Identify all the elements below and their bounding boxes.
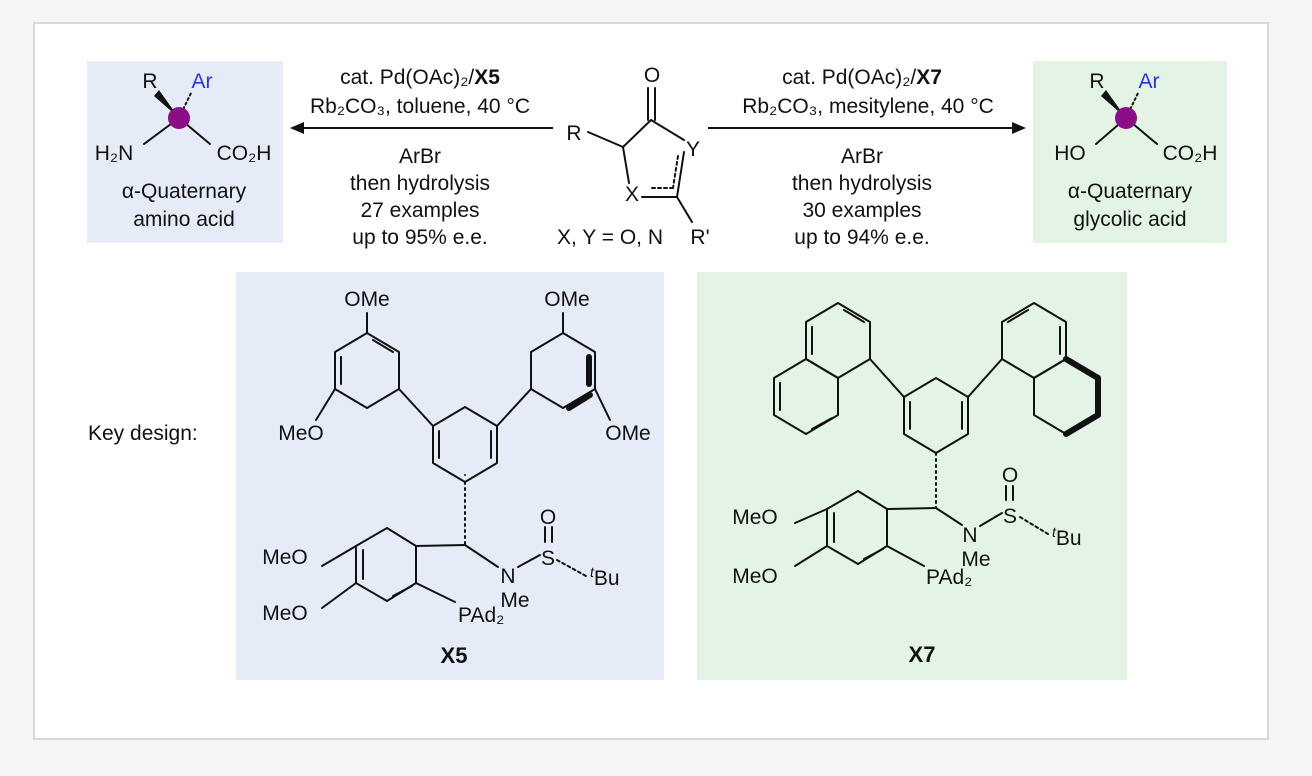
carboxylic-acid-label: CO₂H — [1163, 142, 1218, 165]
aryl-group-label: Ar — [1139, 70, 1160, 93]
ligand-x7-structure: MeO MeO N Me S O tBu PAd₂ X7 — [732, 302, 1101, 667]
glycolic-acid-name-line1: α-Quaternary — [1068, 180, 1193, 203]
heteroatom-x-label: X — [625, 183, 639, 206]
stereocenter-dot — [168, 107, 190, 129]
left-conditions: cat. Pd(OAc)₂/X5 Rb₂CO₃, toluene, 40 °C … — [310, 66, 530, 249]
meo-label: MeO — [732, 506, 778, 529]
right-conditions: cat. Pd(OAc)₂/X7 Rb₂CO₃, mesitylene, 40 … — [742, 66, 994, 249]
x5-ligand-panel — [236, 272, 664, 680]
meo-label: MeO — [262, 546, 308, 569]
ligand-x5-label: X5 — [441, 643, 468, 668]
phosphine-label: PAd₂ — [458, 604, 504, 627]
key-design-label: Key design: — [88, 422, 198, 445]
substituent-r-prime-label: R' — [690, 226, 709, 249]
nitrogen-label: N — [500, 565, 515, 588]
tert-butyl-label: tBu — [590, 564, 620, 590]
meo-label: MeO — [732, 565, 778, 588]
amino-acid-name-line1: α-Quaternary — [122, 180, 247, 203]
sulfinyl-oxygen-label: O — [540, 506, 556, 529]
left-reagent: ArBr — [399, 145, 441, 168]
phosphine-label: PAd₂ — [926, 566, 972, 589]
ligand-x7-label: X7 — [909, 642, 936, 667]
substituent-r-label: R — [566, 122, 581, 145]
heteroatom-y-label: Y — [686, 138, 700, 161]
right-reagent: ArBr — [841, 145, 883, 168]
amino-acid-name-line2: amino acid — [133, 208, 235, 231]
amine-label: H₂N — [95, 142, 133, 165]
ome-label: OMe — [344, 288, 390, 311]
meo-label: MeO — [278, 422, 324, 445]
amino-acid-panel — [87, 61, 283, 243]
amino-acid-structure: R Ar H₂N CO₂H α-Quaternary amino acid — [95, 70, 272, 231]
glycolic-acid-name-line2: glycolic acid — [1073, 208, 1186, 231]
carboxylic-acid-label: CO₂H — [217, 142, 272, 165]
ligand-x5-structure: OMe OMe MeO OMe MeO MeO N Me S O tBu PAd… — [262, 288, 651, 668]
heteroatom-caption: X, Y = O, N — [557, 226, 663, 249]
x7-ligand-panel — [697, 272, 1127, 680]
glycolic-acid-panel — [1033, 61, 1227, 243]
right-ee: up to 94% e.e. — [794, 226, 929, 249]
left-then-step: then hydrolysis — [350, 172, 490, 195]
left-ee: up to 95% e.e. — [352, 226, 487, 249]
right-base-solvent: Rb₂CO₃, mesitylene, 40 °C — [742, 95, 994, 118]
sulfur-label: S — [1003, 505, 1017, 528]
n-methyl-label: Me — [500, 589, 529, 612]
n-methyl-label: Me — [961, 548, 990, 571]
carbonyl-o-label: O — [644, 64, 660, 87]
left-base-solvent: Rb₂CO₃, toluene, 40 °C — [310, 95, 530, 118]
aryl-group-label: Ar — [192, 70, 213, 93]
right-then-step: then hydrolysis — [792, 172, 932, 195]
sulfur-label: S — [541, 547, 555, 570]
azlactone-substrate: O R Y X R' X, Y = O, N — [557, 64, 710, 249]
meo-label: MeO — [262, 602, 308, 625]
nitrogen-label: N — [962, 524, 977, 547]
left-catalyst: cat. Pd(OAc)₂/X5 — [340, 66, 500, 89]
right-examples: 30 examples — [802, 199, 921, 222]
ome-label: OMe — [605, 422, 651, 445]
r-group-label: R — [142, 70, 157, 93]
tert-butyl-label: tBu — [1052, 524, 1082, 550]
left-examples: 27 examples — [360, 199, 479, 222]
r-group-label: R — [1089, 70, 1104, 93]
stereocenter-dot — [1115, 107, 1137, 129]
right-catalyst: cat. Pd(OAc)₂/X7 — [782, 66, 942, 89]
sulfinyl-oxygen-label: O — [1002, 464, 1018, 487]
glycolic-acid-structure: R Ar HO CO₂H α-Quaternary glycolic acid — [1054, 70, 1217, 231]
ome-label: OMe — [544, 288, 590, 311]
hydroxy-label: HO — [1054, 142, 1086, 165]
